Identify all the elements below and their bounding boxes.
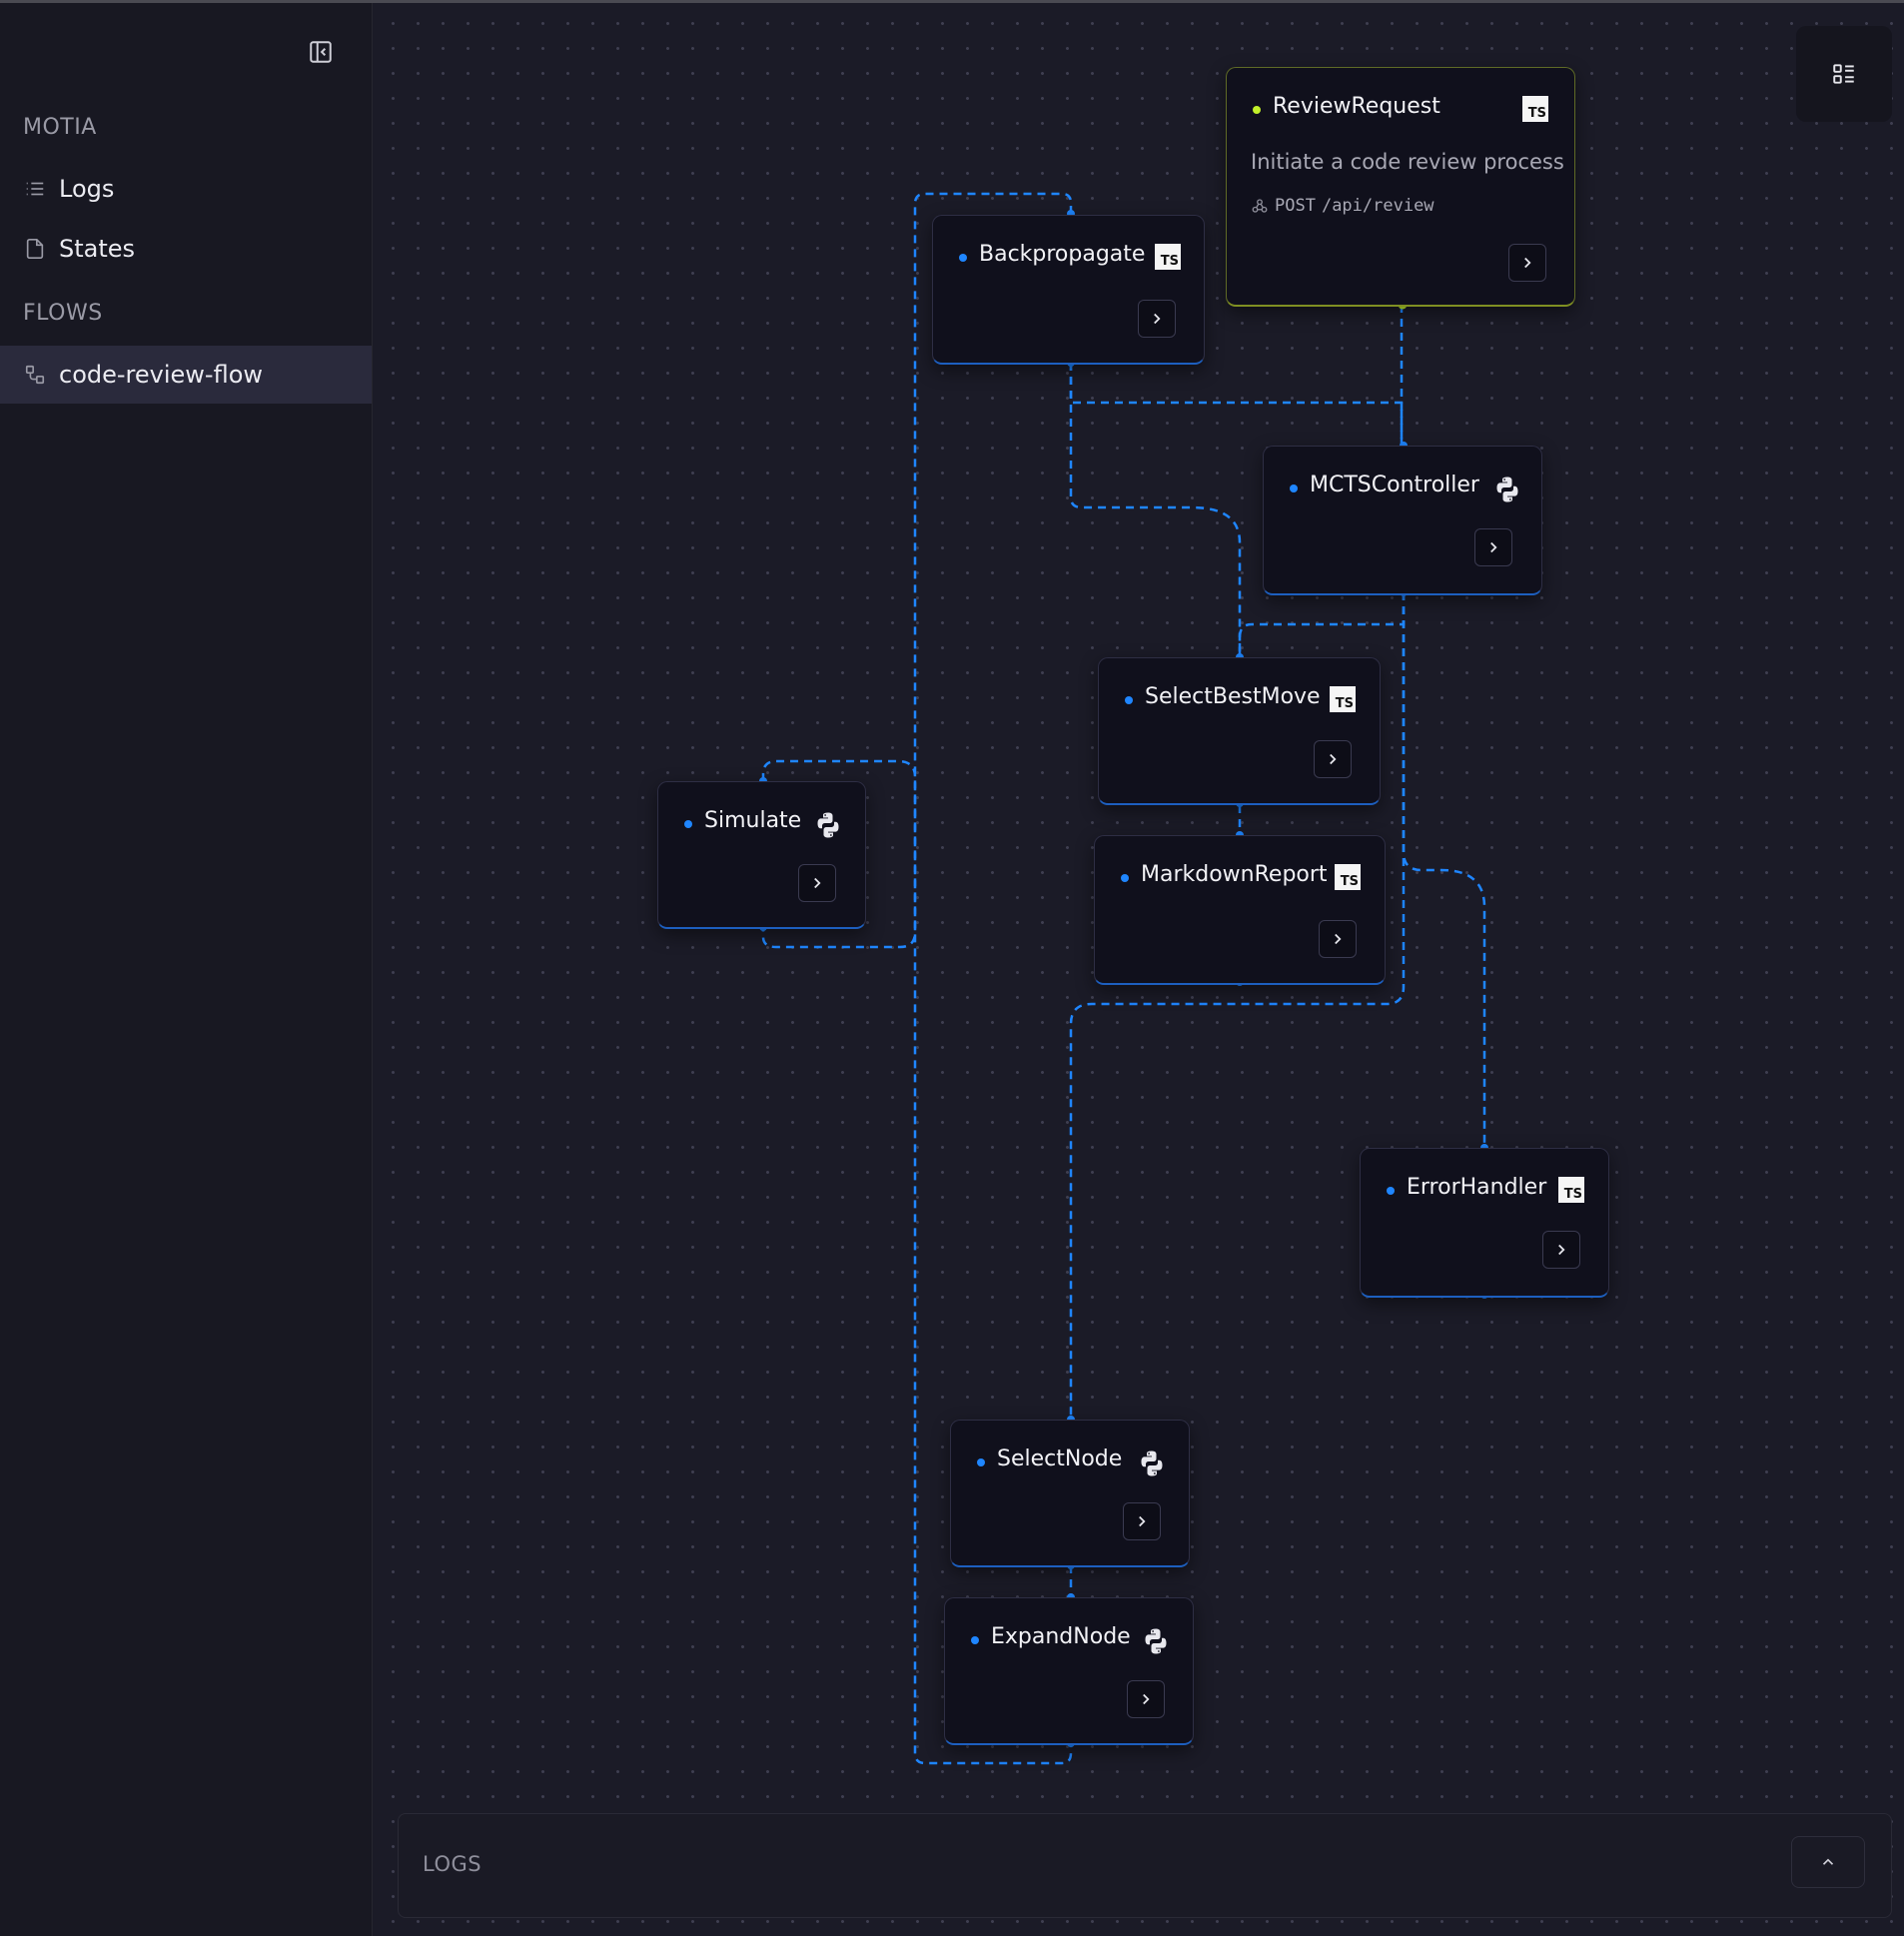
status-dot <box>1121 874 1129 882</box>
chevron-up-icon <box>1822 1858 1834 1865</box>
api-path: /api/review <box>1321 196 1434 216</box>
chevron-right-icon <box>1524 257 1531 269</box>
node-error-handler[interactable]: ErrorHandler TS <box>1360 1148 1609 1298</box>
list-icon <box>23 177 47 201</box>
expand-node-button[interactable] <box>798 864 836 902</box>
node-title: Simulate <box>704 808 802 833</box>
expand-node-button[interactable] <box>1319 920 1357 958</box>
edge-mcts-selectnode <box>1069 592 1406 1420</box>
node-simulate[interactable]: Simulate <box>657 781 866 929</box>
expand-node-button[interactable] <box>1508 244 1546 282</box>
expand-node-button[interactable] <box>1138 300 1176 338</box>
chevron-right-icon <box>1558 1244 1565 1256</box>
window-top-border <box>0 0 1904 3</box>
node-title: Backpropagate <box>979 242 1146 267</box>
edge-mcts-selectbest <box>1238 592 1406 657</box>
node-backpropagate[interactable]: Backpropagate TS <box>932 215 1205 365</box>
edge-mcts-errorhandler <box>1402 592 1486 1148</box>
status-dot <box>959 254 967 262</box>
webhook-icon <box>1252 199 1268 213</box>
sidebar-item-code-review-flow[interactable]: code-review-flow <box>0 346 372 404</box>
status-dot <box>1125 696 1133 704</box>
logs-expand-button[interactable] <box>1791 1836 1865 1888</box>
node-markdown-report[interactable]: MarkdownReport TS <box>1094 835 1386 985</box>
flow-canvas[interactable]: ReviewRequest TS Initiate a code review … <box>373 3 1904 1936</box>
layout-list-icon <box>1833 64 1854 84</box>
edge-simulate-loop <box>761 759 917 949</box>
logs-panel: LOGS <box>398 1813 1892 1918</box>
typescript-icon: TS <box>1335 864 1361 890</box>
node-endpoint: POST /api/review <box>1251 196 1434 216</box>
python-icon <box>1496 477 1518 502</box>
chevron-right-icon <box>1335 933 1342 945</box>
typescript-icon: TS <box>1155 244 1181 270</box>
sidebar-item-logs[interactable]: Logs <box>0 160 372 218</box>
layout-toggle-button[interactable] <box>1796 26 1892 122</box>
node-title: ErrorHandler <box>1407 1175 1547 1200</box>
chevron-right-icon <box>1143 1693 1150 1705</box>
node-title: SelectNode <box>997 1447 1123 1471</box>
sidebar-collapse-button[interactable] <box>308 39 334 65</box>
node-title: MarkdownReport <box>1141 862 1328 887</box>
expand-node-button[interactable] <box>1474 528 1512 566</box>
node-select-node[interactable]: SelectNode <box>950 1420 1190 1567</box>
http-method: POST <box>1275 196 1316 216</box>
node-title: SelectBestMove <box>1145 684 1321 709</box>
workflow-icon <box>23 363 47 387</box>
python-icon <box>817 812 839 838</box>
expand-node-button[interactable] <box>1123 1502 1161 1540</box>
typescript-icon: TS <box>1522 96 1548 122</box>
python-icon <box>1145 1628 1167 1654</box>
edge-backpropagate-mcts <box>1069 363 1404 448</box>
status-dot <box>1253 106 1261 114</box>
node-mcts-controller[interactable]: MCTSController <box>1263 446 1542 595</box>
expand-node-button[interactable] <box>1127 1680 1165 1718</box>
typescript-icon: TS <box>1558 1177 1584 1203</box>
chevron-right-icon <box>814 877 821 889</box>
sidebar-item-label: Logs <box>59 175 115 203</box>
typescript-icon: TS <box>1330 686 1356 712</box>
status-dot <box>971 1636 979 1644</box>
status-dot <box>977 1458 985 1466</box>
chevron-right-icon <box>1490 541 1497 553</box>
chevron-right-icon <box>1154 313 1161 325</box>
expand-node-button[interactable] <box>1542 1231 1580 1269</box>
status-dot <box>684 820 692 828</box>
sidebar-item-label: States <box>59 235 136 263</box>
edge-backpropagate-expandnode <box>913 192 1073 1765</box>
node-select-best-move[interactable]: SelectBestMove TS <box>1098 657 1381 805</box>
node-title: ReviewRequest <box>1273 94 1440 119</box>
sidebar-collapse-icon <box>310 41 332 63</box>
status-dot <box>1290 484 1298 492</box>
file-icon <box>23 237 47 261</box>
node-review-request[interactable]: ReviewRequest TS Initiate a code review … <box>1226 67 1575 307</box>
sidebar-item-states[interactable]: States <box>0 220 372 278</box>
status-dot <box>1387 1187 1395 1195</box>
sidebar-item-label: code-review-flow <box>59 361 263 389</box>
node-title: ExpandNode <box>991 1624 1131 1649</box>
chevron-right-icon <box>1330 753 1337 765</box>
python-icon <box>1141 1451 1163 1476</box>
motia-section-title: MOTIA <box>23 115 97 140</box>
node-expand-node[interactable]: ExpandNode <box>944 1597 1194 1745</box>
logs-title: LOGS <box>423 1852 482 1876</box>
chevron-right-icon <box>1139 1515 1146 1527</box>
node-title: MCTSController <box>1310 473 1479 497</box>
flows-section-title: FLOWS <box>23 301 103 326</box>
sidebar: MOTIA Logs States FLOWS code-review-flow <box>0 3 373 1936</box>
expand-node-button[interactable] <box>1314 740 1352 778</box>
node-description: Initiate a code review process <box>1251 150 1564 174</box>
edge-backpropagate-selectbest <box>1069 363 1242 657</box>
